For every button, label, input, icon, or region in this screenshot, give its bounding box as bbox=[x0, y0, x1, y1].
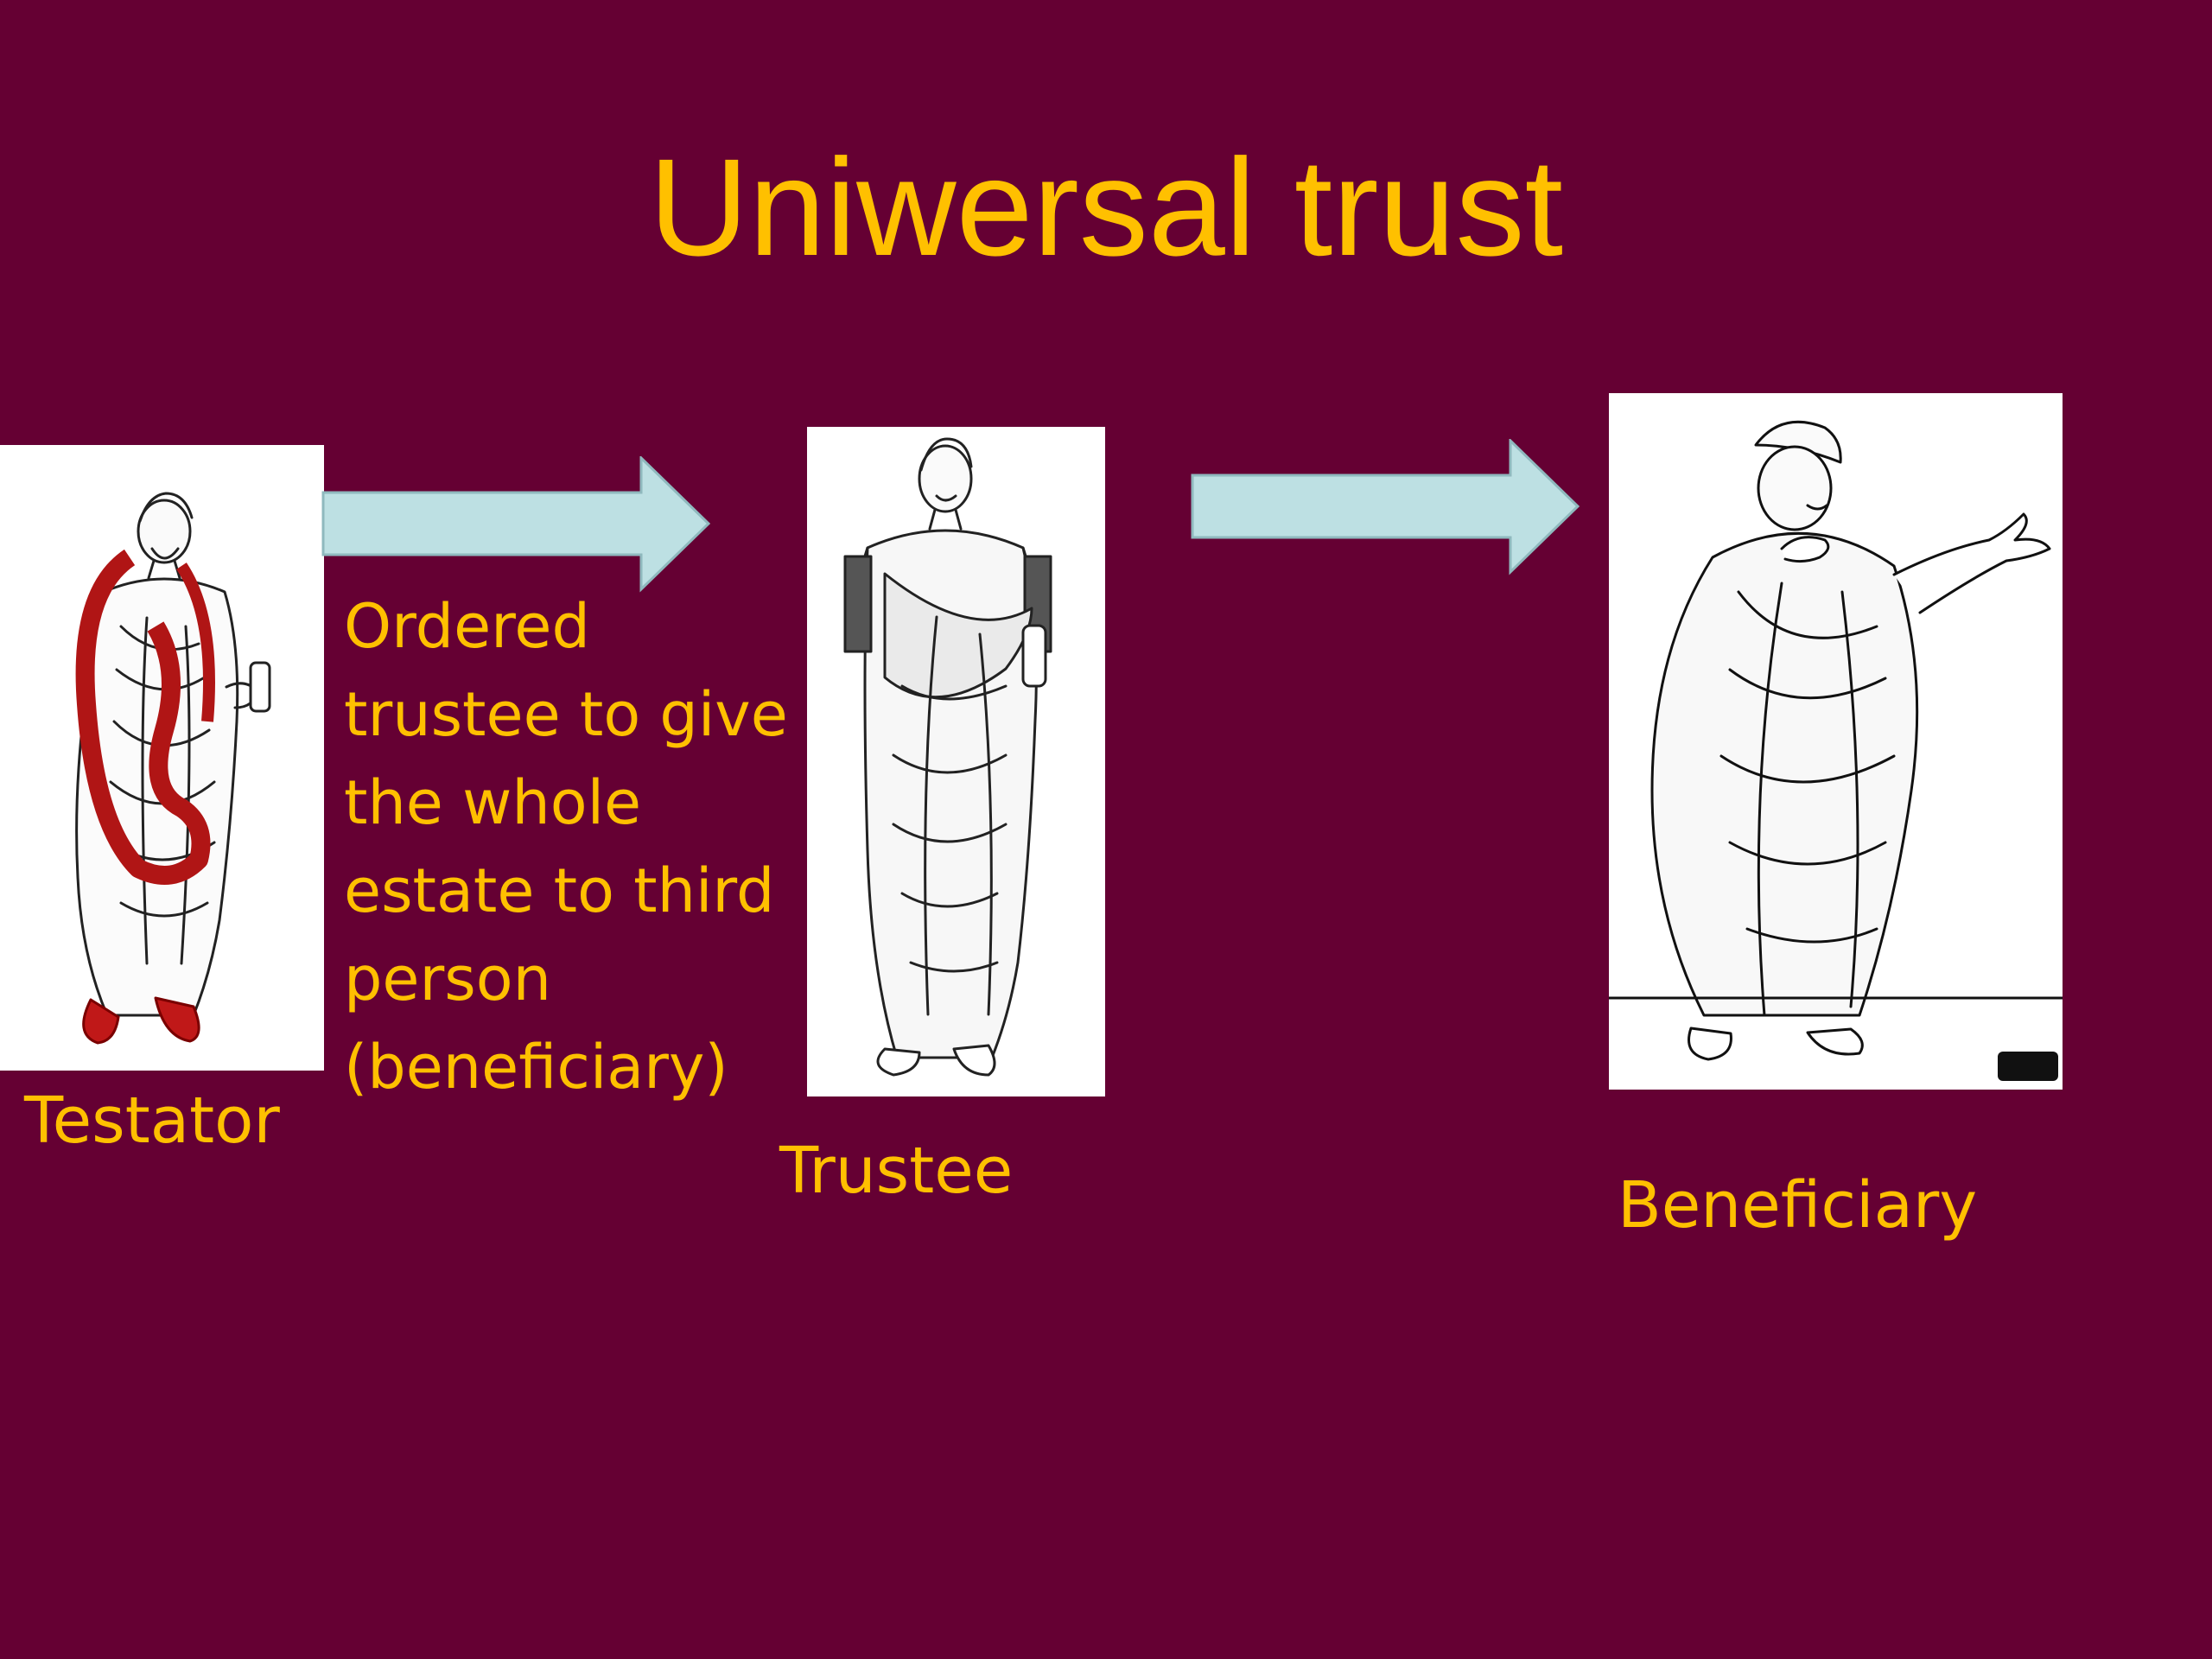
trustee-label: Trustee bbox=[779, 1134, 1014, 1208]
arrow-right-icon bbox=[1191, 439, 1580, 575]
beneficiary-label: Beneficiary bbox=[1618, 1168, 1978, 1243]
arrow-right-icon bbox=[321, 456, 711, 593]
slide-title: Uniwersal trust bbox=[648, 130, 1564, 284]
testator-figure bbox=[0, 445, 324, 1071]
testator-label: Testator bbox=[24, 1084, 280, 1158]
beneficiary-figure bbox=[1609, 393, 2063, 1090]
instruction-text: Ordered trustee to give the whole estate… bbox=[344, 591, 788, 1103]
trustee-figure bbox=[807, 427, 1105, 1096]
